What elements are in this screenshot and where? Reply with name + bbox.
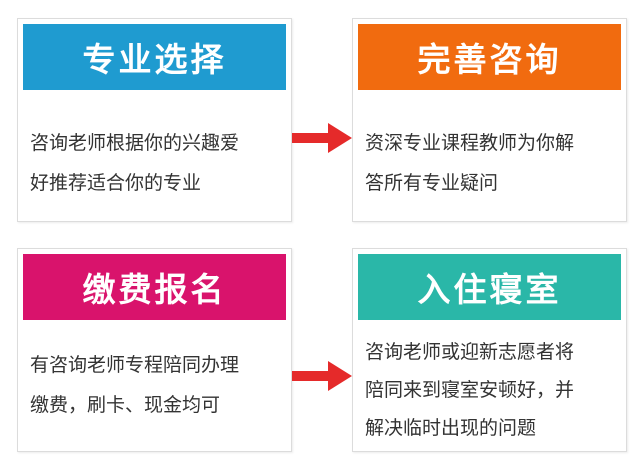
arrow-right-icon [292,123,352,153]
step-card-registration: 缴费报名 有咨询老师专程陪同办理 缴费，刷卡、现金均可 [17,248,292,452]
step-title-dormitory: 入住寝室 [358,254,621,320]
step-title-major-selection: 专业选择 [23,24,286,90]
arrow-right-icon [292,361,352,391]
description-line: 解决临时出现的问题 [365,417,537,439]
description-line: 好推荐适合你的专业 [30,172,202,194]
description-line: 有咨询老师专程陪同办理 [30,354,240,376]
step-description-consultation: 资深专业课程教师为你解 答所有专业疑问 [365,123,618,203]
step-title-consultation: 完善咨询 [358,24,621,90]
description-line: 缴费，刷卡、现金均可 [30,394,221,416]
step-description-dormitory: 咨询老师或迎新志愿者将 陪同来到寝室安顿好，并 解决临时出现的问题 [365,333,618,447]
description-line: 咨询老师或迎新志愿者将 [365,341,575,363]
step-title-registration: 缴费报名 [23,254,286,320]
step-card-major-selection: 专业选择 咨询老师根据你的兴趣爱 好推荐适合你的专业 [17,18,292,222]
step-description-major-selection: 咨询老师根据你的兴趣爱 好推荐适合你的专业 [30,123,283,203]
description-line: 咨询老师根据你的兴趣爱 [30,132,240,154]
description-line: 资深专业课程教师为你解 [365,132,575,154]
step-description-registration: 有咨询老师专程陪同办理 缴费，刷卡、现金均可 [30,345,283,425]
step-card-dormitory: 入住寝室 咨询老师或迎新志愿者将 陪同来到寝室安顿好，并 解决临时出现的问题 [352,248,627,452]
step-card-consultation: 完善咨询 资深专业课程教师为你解 答所有专业疑问 [352,18,627,222]
description-line: 陪同来到寝室安顿好，并 [365,379,575,401]
description-line: 答所有专业疑问 [365,172,499,194]
